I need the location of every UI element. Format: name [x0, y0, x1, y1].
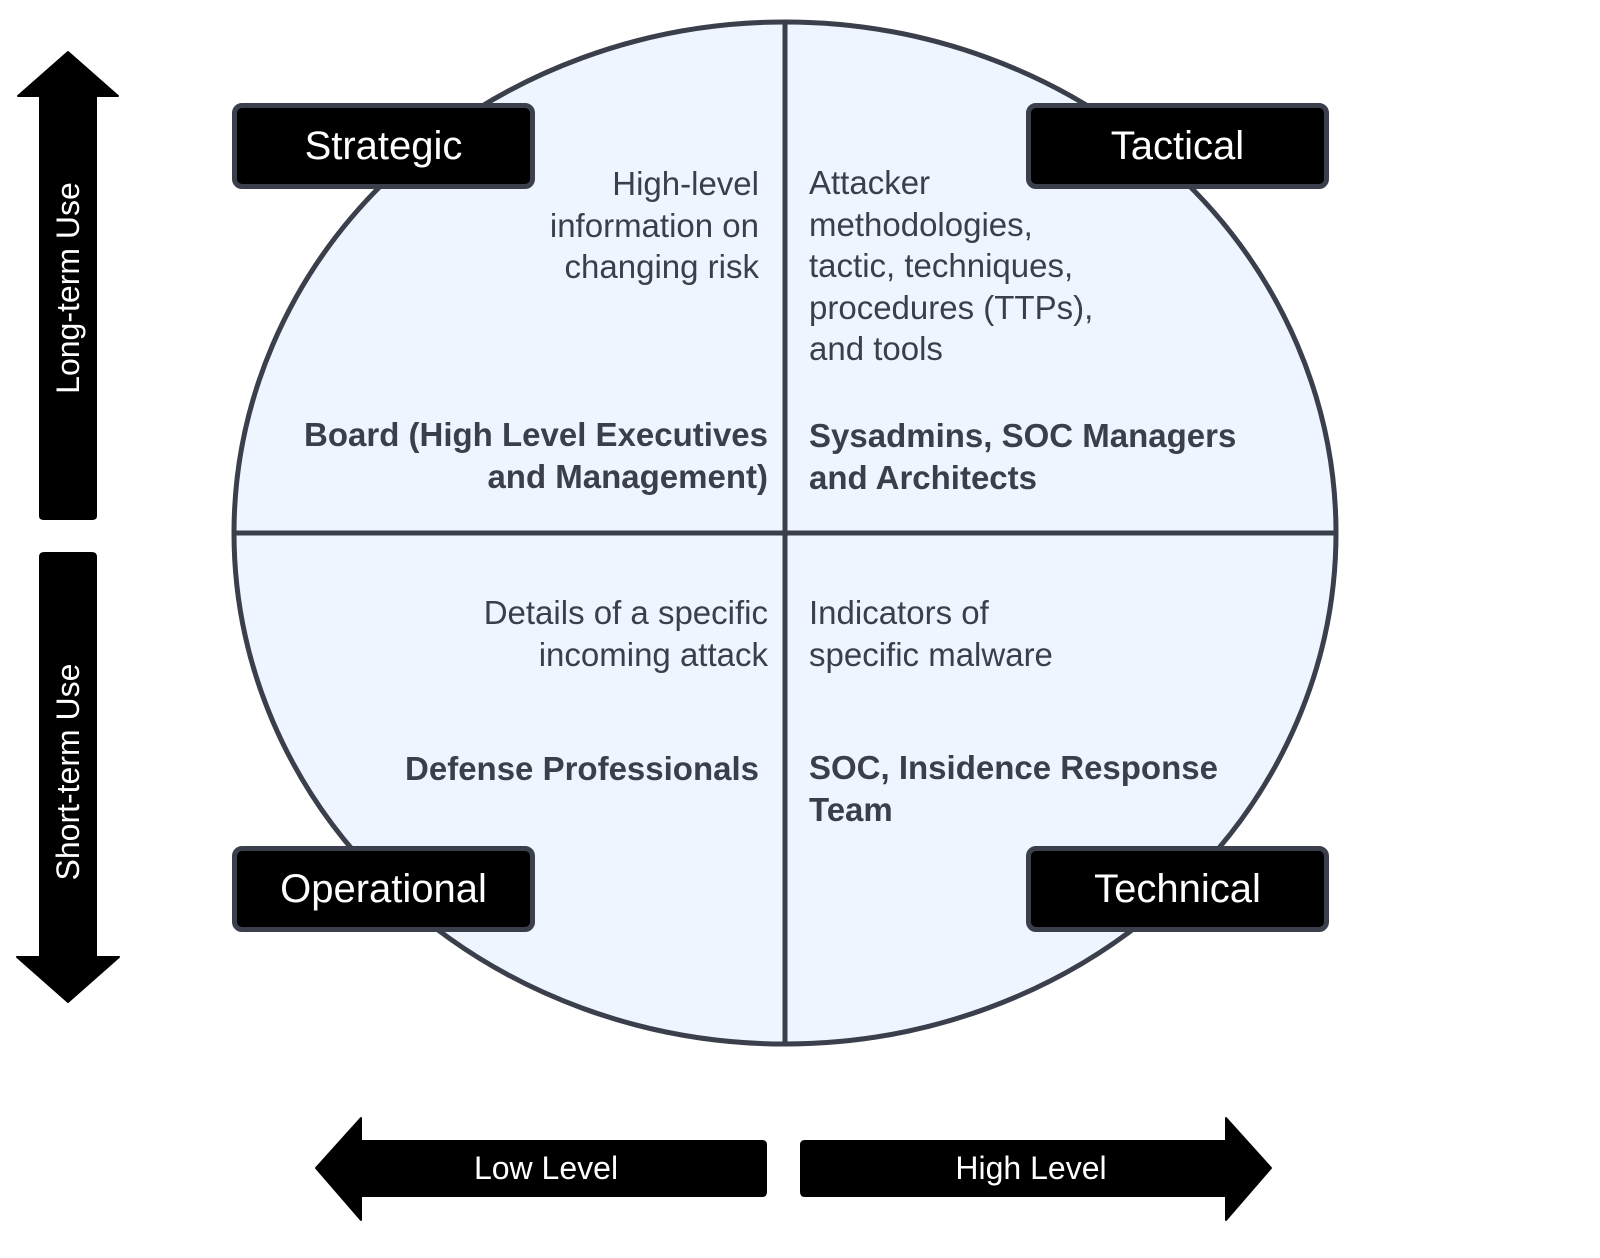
- technical-audience: SOC, Insidence Response Team: [809, 747, 1218, 830]
- text-line: Sysadmins, SOC Managers: [809, 417, 1237, 454]
- strategic-description: High-level information on changing risk: [550, 163, 759, 288]
- short-term-arrow: [16, 552, 120, 1003]
- strategic-tag: Strategic: [232, 103, 535, 189]
- text-line: Board (High Level Executives: [304, 416, 768, 453]
- text-line: and Architects: [809, 458, 1038, 496]
- long-term-arrow: [17, 51, 119, 520]
- high-level-arrow: [800, 1117, 1272, 1221]
- technical-tag: Technical: [1026, 846, 1329, 932]
- operational-audience: Defense Professionals: [405, 748, 759, 790]
- tactical-tag: Tactical: [1026, 103, 1329, 189]
- text-line: Team: [809, 790, 893, 828]
- text-line: Defense Professionals: [405, 750, 759, 787]
- tactical-audience: Sysadmins, SOC Managers and Architects: [809, 415, 1236, 498]
- text-line: Attacker: [809, 164, 931, 201]
- high-level-label: High Level: [955, 1150, 1107, 1186]
- operational-tag: Operational: [232, 846, 535, 932]
- short-term-label: Short-term Use: [50, 663, 86, 881]
- text-line: procedures (TTPs),: [809, 288, 1094, 326]
- text-line: and tools: [809, 330, 943, 367]
- text-line: changing risk: [564, 248, 759, 285]
- text-line: Indicators of: [809, 594, 989, 631]
- text-line: SOC, Insidence Response: [809, 749, 1218, 786]
- low-level-arrow: [315, 1117, 767, 1221]
- long-term-label: Long-term Use: [50, 182, 86, 394]
- tactical-description: Attacker methodologies, tactic, techniqu…: [809, 162, 1093, 370]
- text-line: High-level: [612, 165, 759, 202]
- text-line: incoming attack: [538, 635, 768, 673]
- text-line: methodologies,: [809, 205, 1033, 243]
- text-line: Details of a specific: [483, 594, 768, 631]
- text-line: information on: [549, 206, 759, 244]
- text-line: and Management): [487, 457, 768, 495]
- technical-description: Indicators of specific malware: [809, 592, 1053, 675]
- strategic-audience: Board (High Level Executives and Managem…: [304, 414, 768, 497]
- text-line: tactic, techniques,: [809, 247, 1074, 284]
- operational-description: Details of a specific incoming attack: [484, 592, 768, 675]
- low-level-label: Low Level: [473, 1150, 619, 1186]
- text-line: specific malware: [809, 635, 1053, 673]
